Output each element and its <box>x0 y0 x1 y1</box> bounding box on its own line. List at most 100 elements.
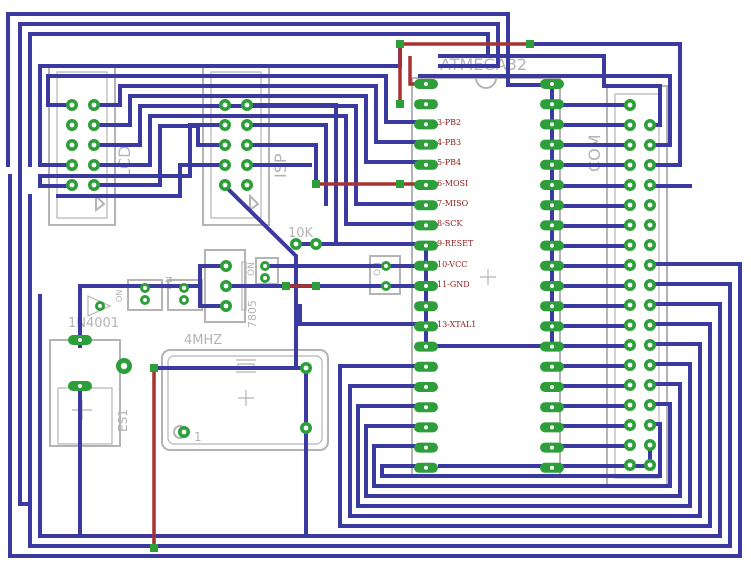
pad-drill <box>424 82 428 86</box>
pad-drill <box>424 465 428 470</box>
pad-drill <box>550 405 554 410</box>
mcu-pin-label: 8-SCK <box>437 219 463 228</box>
pad-drill <box>222 122 228 128</box>
pad-drill <box>550 425 554 430</box>
pad-drill <box>550 263 554 268</box>
pad-drill <box>424 324 428 329</box>
pad-drill <box>143 298 147 302</box>
pad-drill <box>550 122 554 127</box>
pad-drill <box>424 183 428 187</box>
crystal-inner <box>167 355 323 445</box>
mcu-pin-label: 4-PB3 <box>437 138 461 147</box>
pad-drill <box>550 344 554 349</box>
pad-drill <box>424 304 428 309</box>
pad-drill <box>550 445 554 450</box>
pad-drill <box>550 385 554 389</box>
pad-drill <box>627 282 633 288</box>
pad-drill <box>384 284 388 288</box>
pad-drill <box>627 142 633 148</box>
pad-drill <box>424 405 428 410</box>
pad-drill <box>647 262 653 268</box>
mcu-pin-label: 6-MOSI <box>437 179 468 188</box>
pad-drill <box>627 182 633 188</box>
pad-drill <box>222 102 228 108</box>
pad-drill <box>91 122 97 128</box>
pad-drill <box>647 442 653 448</box>
via <box>150 544 158 552</box>
pad-drill <box>647 342 653 348</box>
pad-drill <box>222 162 228 168</box>
pad-drill <box>424 122 428 127</box>
pad-drill <box>244 122 250 128</box>
pad-drill <box>69 122 75 128</box>
pad-drill <box>424 243 428 248</box>
via <box>396 100 404 108</box>
pad-drill <box>69 102 75 108</box>
mcu-pin-label: 13-XTAL1 <box>437 320 476 329</box>
pad-drill <box>550 465 554 470</box>
pad-drill <box>244 182 250 188</box>
pad-drill <box>244 102 250 108</box>
pad-drill <box>647 162 653 168</box>
pad-drill <box>550 304 554 309</box>
pad-drill <box>627 222 633 228</box>
switch4-outline <box>369 255 401 295</box>
mcu-pin-label: 7-MISO <box>437 199 469 208</box>
crystal-cross <box>238 390 254 406</box>
pad-drill <box>78 338 82 342</box>
jack-outline <box>49 339 121 447</box>
pad-drill <box>647 402 653 408</box>
via <box>312 180 320 188</box>
pad-drill <box>627 162 633 168</box>
pad-drill <box>627 122 633 128</box>
pad-drill <box>424 284 428 288</box>
via <box>396 40 404 48</box>
switch1-outline <box>127 279 163 311</box>
pad-drill <box>223 263 229 269</box>
pad-drill <box>182 286 186 290</box>
pad-drill <box>223 303 229 309</box>
via <box>282 282 290 290</box>
mcu-pin-label: 10-VCC <box>437 260 467 269</box>
pad-drill <box>223 283 229 289</box>
pad-drill <box>627 402 633 408</box>
mcu-pin-label: 5-PB4 <box>437 158 461 167</box>
pad-drill <box>424 385 428 389</box>
mcu-pin-label: 11-GND <box>437 280 470 289</box>
pad-drill <box>647 202 653 208</box>
lcd-label: LCD <box>115 146 134 178</box>
resistor-label: 10K <box>288 226 314 241</box>
pad-drill <box>647 322 653 328</box>
crystal-label: 4MHZ <box>184 333 222 348</box>
pad-drill <box>627 442 633 448</box>
switch1-label: ON <box>115 290 124 302</box>
pad-drill <box>424 364 428 369</box>
pad-drill <box>627 342 633 348</box>
pad-drill <box>627 362 633 368</box>
pads-layer <box>66 40 656 552</box>
mcu-pin-label: 3-PB2 <box>437 118 461 127</box>
crystal-outline <box>161 349 329 451</box>
pad-drill <box>424 162 428 167</box>
pad-drill <box>550 183 554 187</box>
pad-drill <box>143 286 147 290</box>
top-traces <box>152 42 530 548</box>
pad-drill <box>647 182 653 188</box>
pad-drill <box>627 322 633 328</box>
pad-drill <box>181 429 187 435</box>
pad-drill <box>647 282 653 288</box>
via <box>312 282 320 290</box>
pad-drill <box>647 302 653 308</box>
pad-drill <box>550 364 554 369</box>
pad-drill <box>647 362 653 368</box>
pad-drill <box>424 425 428 430</box>
pad-drill <box>550 203 554 208</box>
pad-drill <box>627 422 633 428</box>
pad-drill <box>550 162 554 167</box>
pad-drill <box>78 384 82 388</box>
via <box>396 180 404 188</box>
pad-drill <box>182 298 186 302</box>
mcu-notch <box>475 77 497 89</box>
pad-drill <box>424 203 428 208</box>
